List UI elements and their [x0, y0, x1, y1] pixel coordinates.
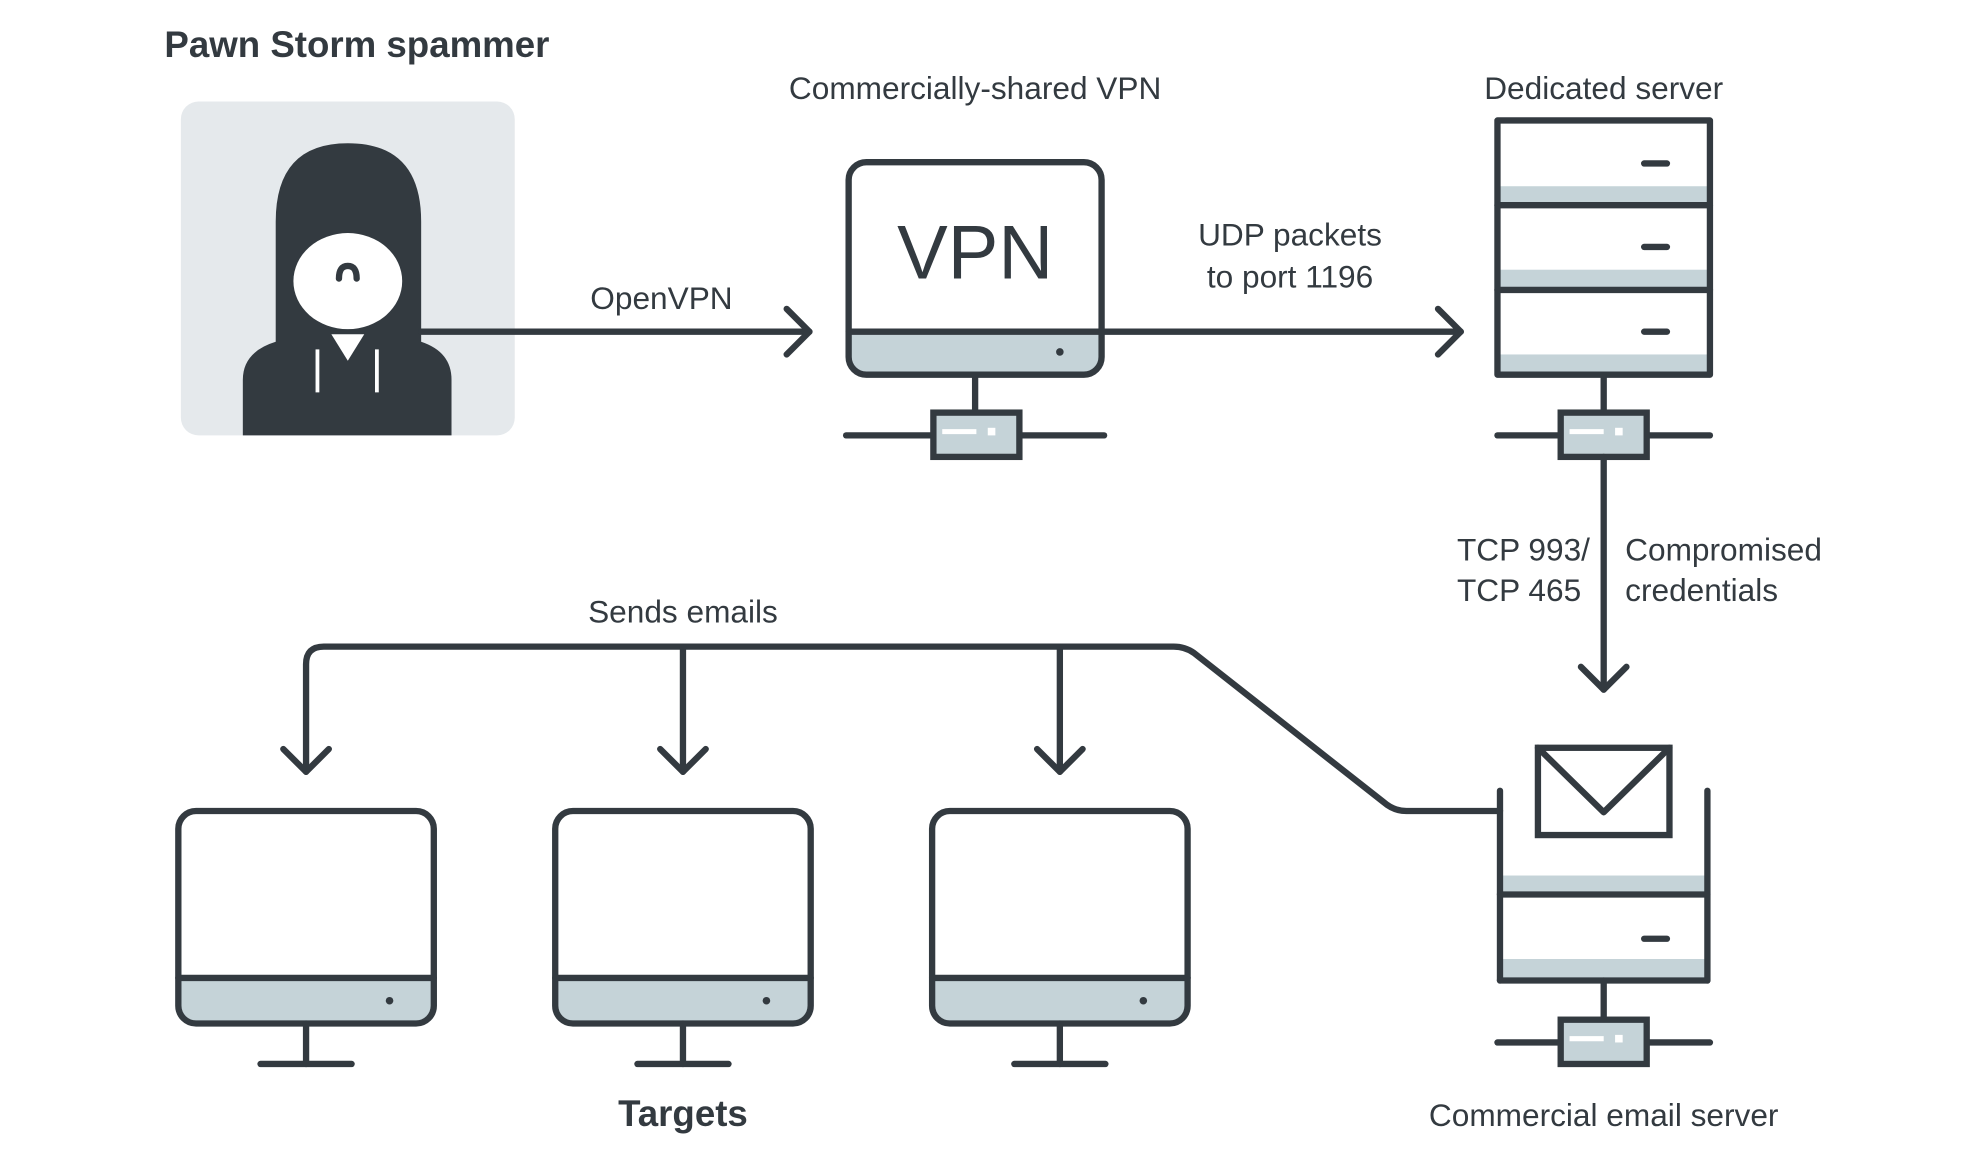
spammer-title: Pawn Storm spammer	[164, 24, 549, 65]
vpn-screen-text: VPN	[897, 211, 1053, 296]
email-server-icon	[1494, 744, 1714, 1068]
sends-emails-arrows	[280, 643, 1504, 815]
credentials-label-line2: credentials	[1625, 572, 1778, 608]
target-monitor-icon	[928, 807, 1191, 1068]
email-server-title: Commercial email server	[1429, 1097, 1779, 1133]
vpn-title: Commercially-shared VPN	[789, 70, 1161, 106]
tcp-label-line2: TCP 465	[1457, 572, 1581, 608]
udp-arrow	[1098, 305, 1464, 358]
vpn-monitor-icon	[842, 159, 1108, 461]
openvpn-label: OpenVPN	[590, 280, 732, 316]
hacker-icon	[180, 101, 515, 436]
target-monitor-icon	[175, 807, 437, 1068]
dedicated-title: Dedicated server	[1484, 70, 1723, 106]
sends-emails-label: Sends emails	[588, 594, 778, 630]
dedicated-server-icon	[1494, 117, 1714, 461]
tcp-arrow	[1577, 453, 1630, 693]
target-monitor-icon	[552, 807, 814, 1068]
tcp-label-line1: TCP 993/	[1457, 532, 1590, 568]
openvpn-arrow	[417, 305, 813, 358]
targets-title: Targets	[618, 1093, 748, 1134]
udp-label-line2: to port 1196	[1207, 258, 1373, 294]
credentials-label-line1: Compromised	[1625, 532, 1822, 568]
udp-label-line1: UDP packets	[1198, 217, 1382, 253]
